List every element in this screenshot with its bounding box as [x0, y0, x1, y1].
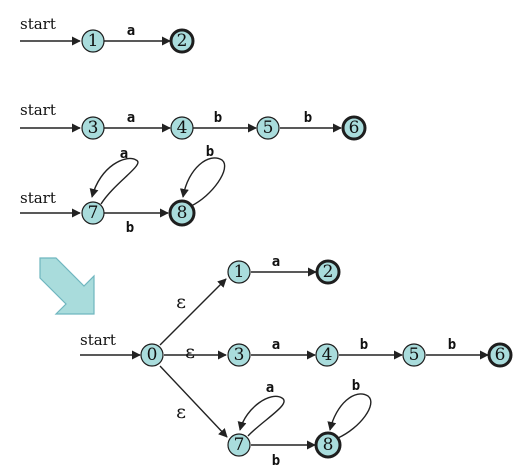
transition-label: b	[360, 337, 368, 353]
state-4: 4	[170, 116, 194, 140]
transition-label: a	[120, 146, 128, 162]
transition-label: a	[272, 254, 280, 270]
state-8-accepting: 8	[314, 431, 342, 459]
epsilon-0-1	[159, 278, 227, 346]
transition-label: b	[126, 220, 134, 236]
svg-text:2: 2	[177, 31, 188, 51]
transition-label: b	[272, 453, 280, 469]
svg-text:2: 2	[323, 262, 334, 282]
svg-text:7: 7	[234, 435, 245, 455]
svg-text:1: 1	[234, 262, 245, 282]
svg-text:1: 1	[88, 31, 99, 51]
self-loop-7	[89, 157, 139, 205]
state-8-accepting: 8	[168, 199, 196, 227]
state-7: 7	[81, 201, 105, 225]
nfa-abb: start a b b 3 4 5 6	[20, 101, 367, 141]
state-6-accepting: 6	[487, 342, 513, 368]
svg-text:3: 3	[88, 118, 99, 138]
epsilon-label: ε	[185, 341, 195, 363]
state-4: 4	[315, 343, 339, 367]
transform-arrow-icon	[39, 257, 95, 315]
svg-text:4: 4	[322, 345, 333, 365]
self-loop-7	[237, 395, 285, 437]
transition-label: a	[127, 110, 135, 126]
epsilon-0-7	[159, 365, 228, 438]
svg-text:3: 3	[234, 345, 245, 365]
transition-label: a	[272, 337, 280, 353]
svg-text:7: 7	[88, 203, 99, 223]
state-0: 0	[140, 343, 164, 367]
svg-text:6: 6	[495, 345, 506, 365]
transition-label: b	[214, 110, 222, 126]
transition-label: a	[266, 380, 274, 396]
svg-text:5: 5	[263, 118, 274, 138]
svg-text:8: 8	[177, 203, 188, 223]
svg-text:6: 6	[349, 118, 360, 138]
start-label: start	[20, 15, 56, 33]
transition-label: b	[304, 110, 312, 126]
state-3: 3	[81, 116, 105, 140]
svg-text:8: 8	[323, 435, 334, 455]
state-7: 7	[227, 433, 251, 457]
svg-text:5: 5	[409, 345, 420, 365]
start-label: start	[80, 331, 116, 349]
self-loop-8	[327, 393, 372, 439]
self-loop-8	[179, 157, 226, 207]
state-6-accepting: 6	[341, 115, 367, 141]
start-label: start	[20, 189, 56, 207]
state-1: 1	[227, 260, 251, 284]
combined-nfa: start ε ε ε a a b b a b b 0 1	[80, 254, 513, 469]
state-2-accepting: 2	[169, 28, 195, 54]
svg-text:0: 0	[147, 345, 158, 365]
state-2-accepting: 2	[315, 259, 341, 285]
state-1: 1	[81, 29, 105, 53]
nfa-a: start a 1 2	[20, 15, 195, 54]
svg-text:4: 4	[177, 118, 188, 138]
nfa-astar-bplus: start a b b 7 8	[20, 144, 226, 236]
transition-label: b	[352, 378, 360, 394]
epsilon-label: ε	[176, 291, 186, 313]
transition-label: b	[206, 144, 214, 160]
transition-label: b	[448, 337, 456, 353]
state-5: 5	[402, 343, 426, 367]
state-3: 3	[227, 343, 251, 367]
transition-label: a	[127, 23, 135, 39]
epsilon-label: ε	[176, 401, 186, 423]
start-label: start	[20, 101, 56, 119]
state-5: 5	[256, 116, 280, 140]
